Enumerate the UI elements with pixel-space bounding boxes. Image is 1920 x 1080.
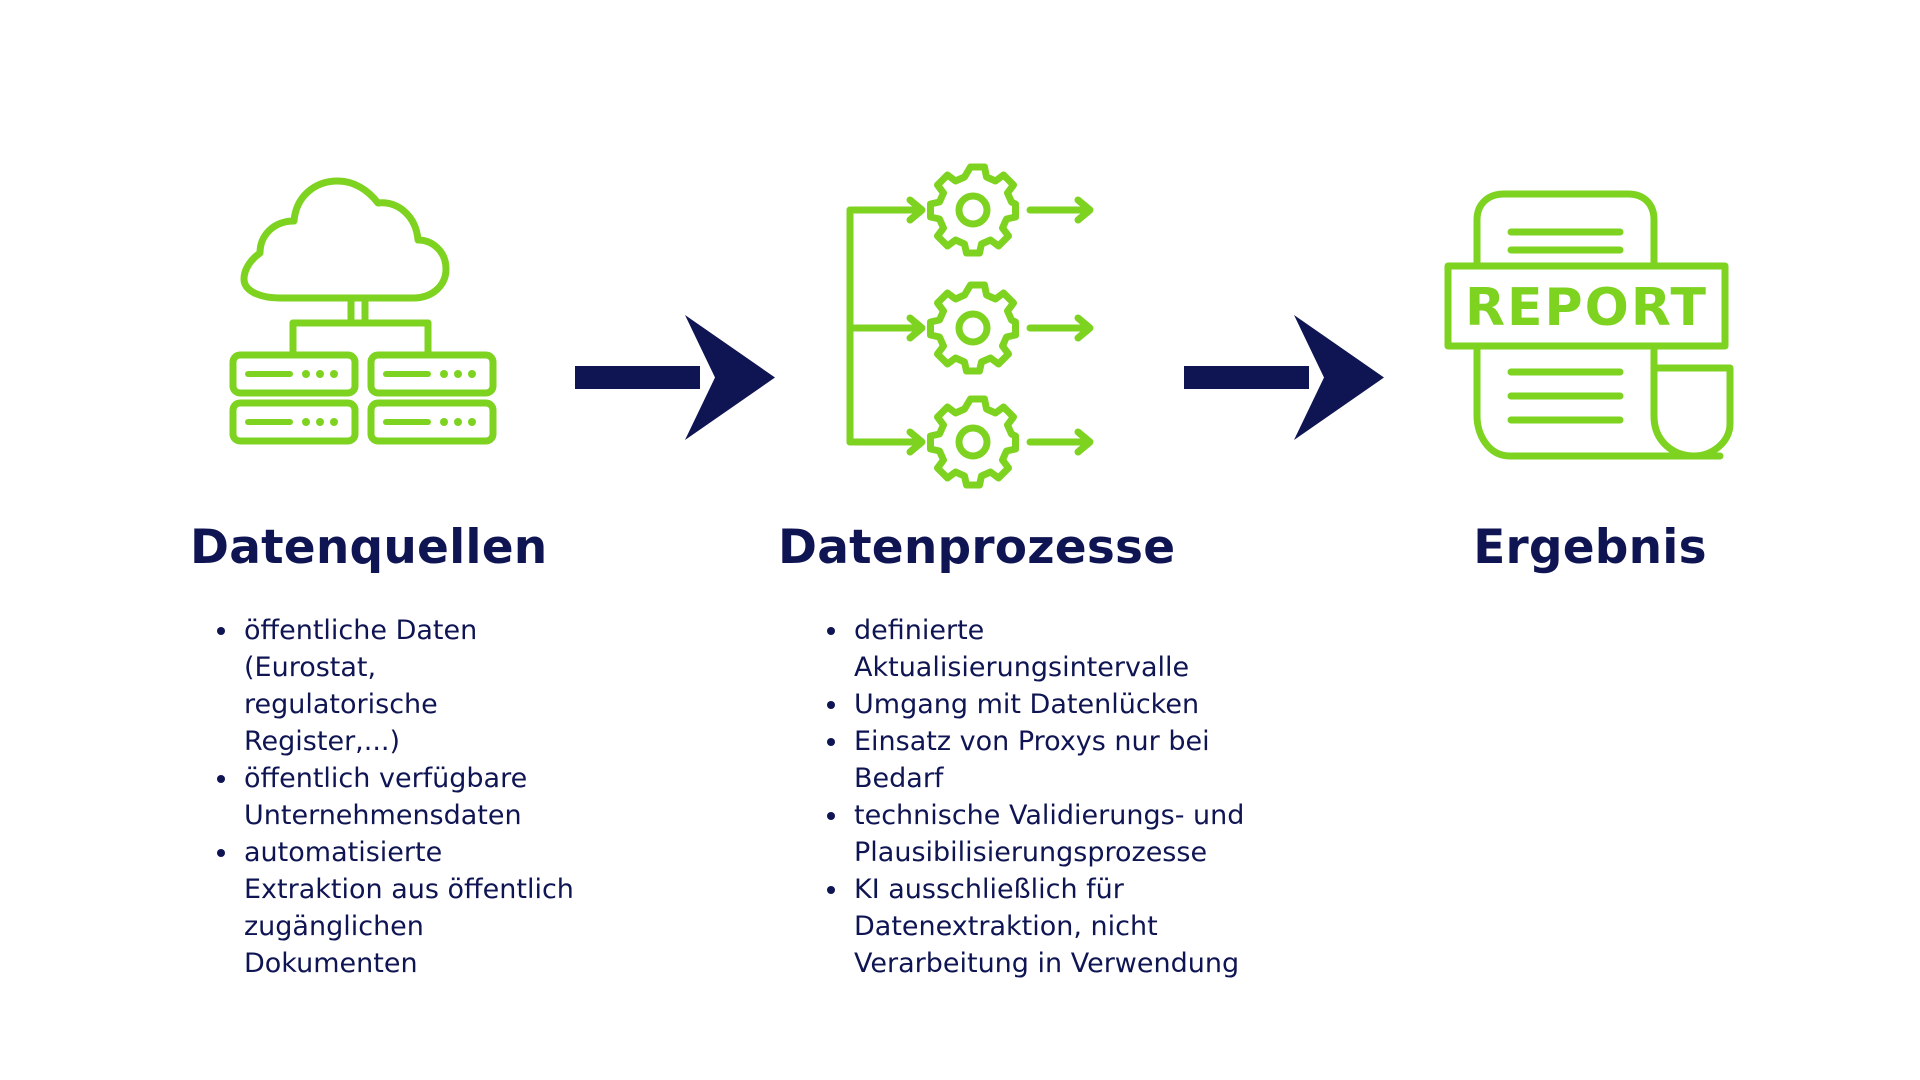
list-item: automatisierte Extraktion aus öffentlich… xyxy=(214,834,574,982)
report-document-icon: REPORT xyxy=(1444,190,1734,460)
list-item: öffentlich verfügbare Unternehmensdaten xyxy=(214,760,559,834)
step-title-ergebnis: Ergebnis xyxy=(1473,520,1707,575)
cloud-servers-icon xyxy=(229,177,497,445)
bullet-list-datenquellen: öffentliche Daten (Eurostat, regulatoris… xyxy=(214,612,574,982)
step-title-datenprozesse: Datenprozesse xyxy=(778,520,1176,575)
arrow-right-icon xyxy=(1184,315,1384,440)
list-item: Umgang mit Datenlücken xyxy=(824,686,1274,723)
step-title-datenquellen: Datenquellen xyxy=(190,520,548,575)
list-item: definierte Aktualisierungsintervalle xyxy=(824,612,1214,686)
list-item: öffentliche Daten (Eurostat, regulatoris… xyxy=(214,612,479,760)
arrow-right-icon xyxy=(575,315,775,440)
report-label: REPORT xyxy=(1465,278,1708,338)
gears-process-icon xyxy=(846,163,1094,489)
bullet-list-datenprozesse: definierte Aktualisierungsintervalle Umg… xyxy=(824,612,1284,982)
list-item: Einsatz von Proxys nur bei Bedarf xyxy=(824,723,1214,797)
list-item: KI ausschließlich für Datenextraktion, n… xyxy=(824,871,1274,982)
list-item: technische Validierungs- und Plausibilis… xyxy=(824,797,1274,871)
